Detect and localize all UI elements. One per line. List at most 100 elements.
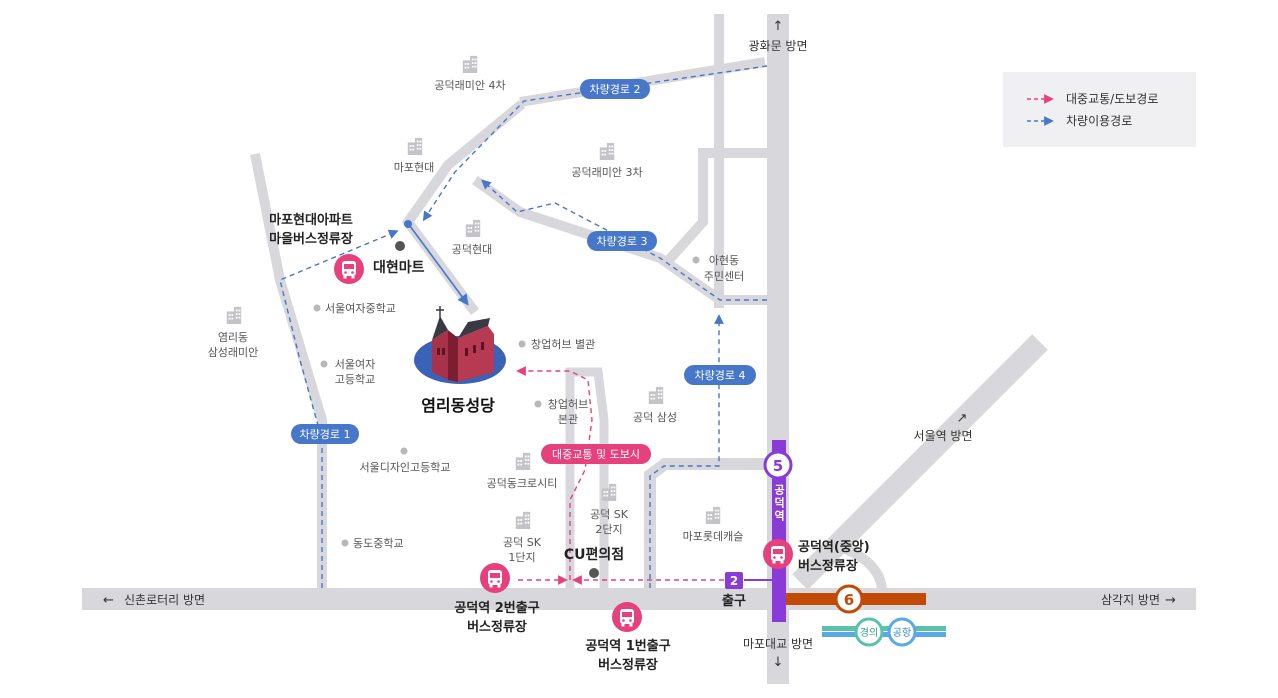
bus-icon xyxy=(763,539,793,569)
apt-sk1-1: 공덕 SK xyxy=(503,536,542,549)
apt-yeomni-samsung-1: 염리동 xyxy=(218,331,248,344)
route4-path xyxy=(649,314,724,588)
bus-village-line1: 마포현대아파트 xyxy=(269,212,353,228)
building-icon xyxy=(705,506,721,524)
church-roof xyxy=(458,318,490,338)
exit-number: 2 xyxy=(730,574,738,588)
route3-path xyxy=(481,179,767,301)
church-spire xyxy=(432,316,448,340)
place-dot xyxy=(400,447,408,455)
subway-lines: 5 공덕역 6 경의 공항 xyxy=(763,440,946,647)
church-marker: 염리동성당 xyxy=(414,306,506,415)
gyeongui-label: 경의 xyxy=(860,626,878,639)
place-design-high: 서울디자인고등학교 xyxy=(359,461,450,474)
church-tower-side xyxy=(448,330,458,382)
public-routes xyxy=(516,366,724,585)
apt-sk2-2: 2단지 xyxy=(595,523,622,536)
store-daehyeon: 대현마트 xyxy=(373,260,425,276)
apt-mapo-hyundai: 마포현대 xyxy=(394,161,434,174)
arrow-up-icon: ↑ xyxy=(773,19,784,34)
route2-path xyxy=(422,65,768,222)
place-girls-middle: 서울여자중학교 xyxy=(325,302,396,315)
apt-sk2-1: 공덕 SK xyxy=(590,508,629,521)
direction-northeast: 서울역 방면 xyxy=(913,429,972,443)
apt-dongcross: 공덕동크로시티 xyxy=(487,477,558,490)
building-icon xyxy=(465,219,481,237)
store-dot xyxy=(589,568,599,578)
arrow-down-icon: ↓ xyxy=(773,655,784,670)
line5-track xyxy=(772,440,786,622)
route3-pill xyxy=(587,231,657,251)
line5-number: 5 xyxy=(773,457,783,475)
apt-sk1-2: 1단지 xyxy=(508,551,535,564)
side-road-loop xyxy=(663,148,767,266)
line6-badge xyxy=(834,584,864,614)
bus-village-line2: 마을버스정류장 xyxy=(269,231,353,247)
bus-exit1-line1: 공덕역 1번출구 xyxy=(585,638,670,654)
exit-label: 출구 xyxy=(722,593,746,609)
place-ahyeon-2: 주민센터 xyxy=(704,270,744,283)
station-exit: 2 출구 xyxy=(722,572,746,609)
route-junction-dot xyxy=(404,220,412,228)
building-icon xyxy=(407,137,423,155)
place-hub-annex: 창업허브 별관 xyxy=(531,338,595,351)
bus-exit2-line2: 버스정류장 xyxy=(467,619,527,635)
gyeongui-track xyxy=(822,626,946,631)
line6-number: 6 xyxy=(844,591,854,609)
bus-exit2-line1: 공덕역 2번출구 xyxy=(454,600,539,616)
stores: 대현마트 CU편의점 xyxy=(373,241,624,578)
airport-track xyxy=(822,632,946,637)
vehicle-routes xyxy=(279,65,768,588)
legend-public-label: 대중교통/도보경로 xyxy=(1066,92,1158,106)
final-approach-path xyxy=(409,225,469,306)
building-icon xyxy=(515,452,531,470)
route1-path xyxy=(279,229,399,588)
arrow-left-icon: ← xyxy=(103,593,114,608)
bus-icon xyxy=(480,563,510,593)
building-icon xyxy=(599,142,615,160)
building-icon xyxy=(462,55,478,73)
apt-raemian3: 공덕래미안 3차 xyxy=(571,166,642,179)
route2-label: 차량경로 2 xyxy=(590,83,641,96)
bus-stops: 마포현대아파트 마을버스정류장 공덕역(중앙) 버스정류장 공덕역 2번출구 버… xyxy=(269,212,870,673)
church-name: 염리동성당 xyxy=(421,396,495,415)
apt-lotte-castle: 마포롯데캐슬 xyxy=(683,530,744,543)
gyeongui-badge xyxy=(854,617,884,647)
legend-box xyxy=(1003,72,1196,147)
building-icon xyxy=(648,386,664,404)
route1-pill xyxy=(291,424,359,444)
route-labels: 차량경로 1 차량경로 2 차량경로 3 차량경로 4 대중교통 및 도보시 xyxy=(291,79,756,464)
building-icon xyxy=(226,306,242,324)
place-hub-main-2: 본관 xyxy=(558,413,578,426)
arrow-northeast-icon: ↗ xyxy=(957,411,968,426)
route1-label: 차량경로 1 xyxy=(300,428,351,441)
public-route-pill xyxy=(541,444,651,464)
line5-badge xyxy=(763,450,793,480)
route2-pill xyxy=(580,79,650,99)
place-hub-main-1: 창업허브 xyxy=(548,398,588,411)
church-nave xyxy=(458,326,494,382)
road-network xyxy=(82,14,1196,684)
route3-label: 차량경로 3 xyxy=(597,235,648,248)
place-dot xyxy=(534,400,542,408)
station-loop xyxy=(644,458,770,589)
place-dongdo-middle: 동도중학교 xyxy=(353,537,404,550)
place-dot xyxy=(518,340,526,348)
apt-yeomni-samsung-2: 삼성래미안 xyxy=(208,346,259,359)
place-dot xyxy=(313,304,321,312)
public-route-label: 대중교통 및 도보시 xyxy=(552,448,640,461)
apt-gongdeok-samsung: 공덕 삼성 xyxy=(633,411,677,424)
bus-central-line1: 공덕역(중앙) xyxy=(798,539,870,555)
legend: 대중교통/도보경로 차량이용경로 xyxy=(1003,72,1196,147)
place-dot xyxy=(320,360,328,368)
apt-gongdeok-hyundai: 공덕현대 xyxy=(452,243,492,256)
bus-central-line2: 버스정류장 xyxy=(798,558,858,574)
exit-badge xyxy=(725,572,743,589)
place-ahyeon-1: 아현동 xyxy=(709,254,739,267)
apt-raemian4: 공덕래미안 4차 xyxy=(434,79,505,92)
bus-icon xyxy=(334,254,364,284)
place-girls-high-1: 서울여자 xyxy=(335,358,375,371)
place-markers: 서울여자중학교 서울여자 고등학교 서울디자인고등학교 동도중학교 창업허브 별… xyxy=(313,254,744,550)
bus-exit1-line2: 버스정류장 xyxy=(598,657,658,673)
